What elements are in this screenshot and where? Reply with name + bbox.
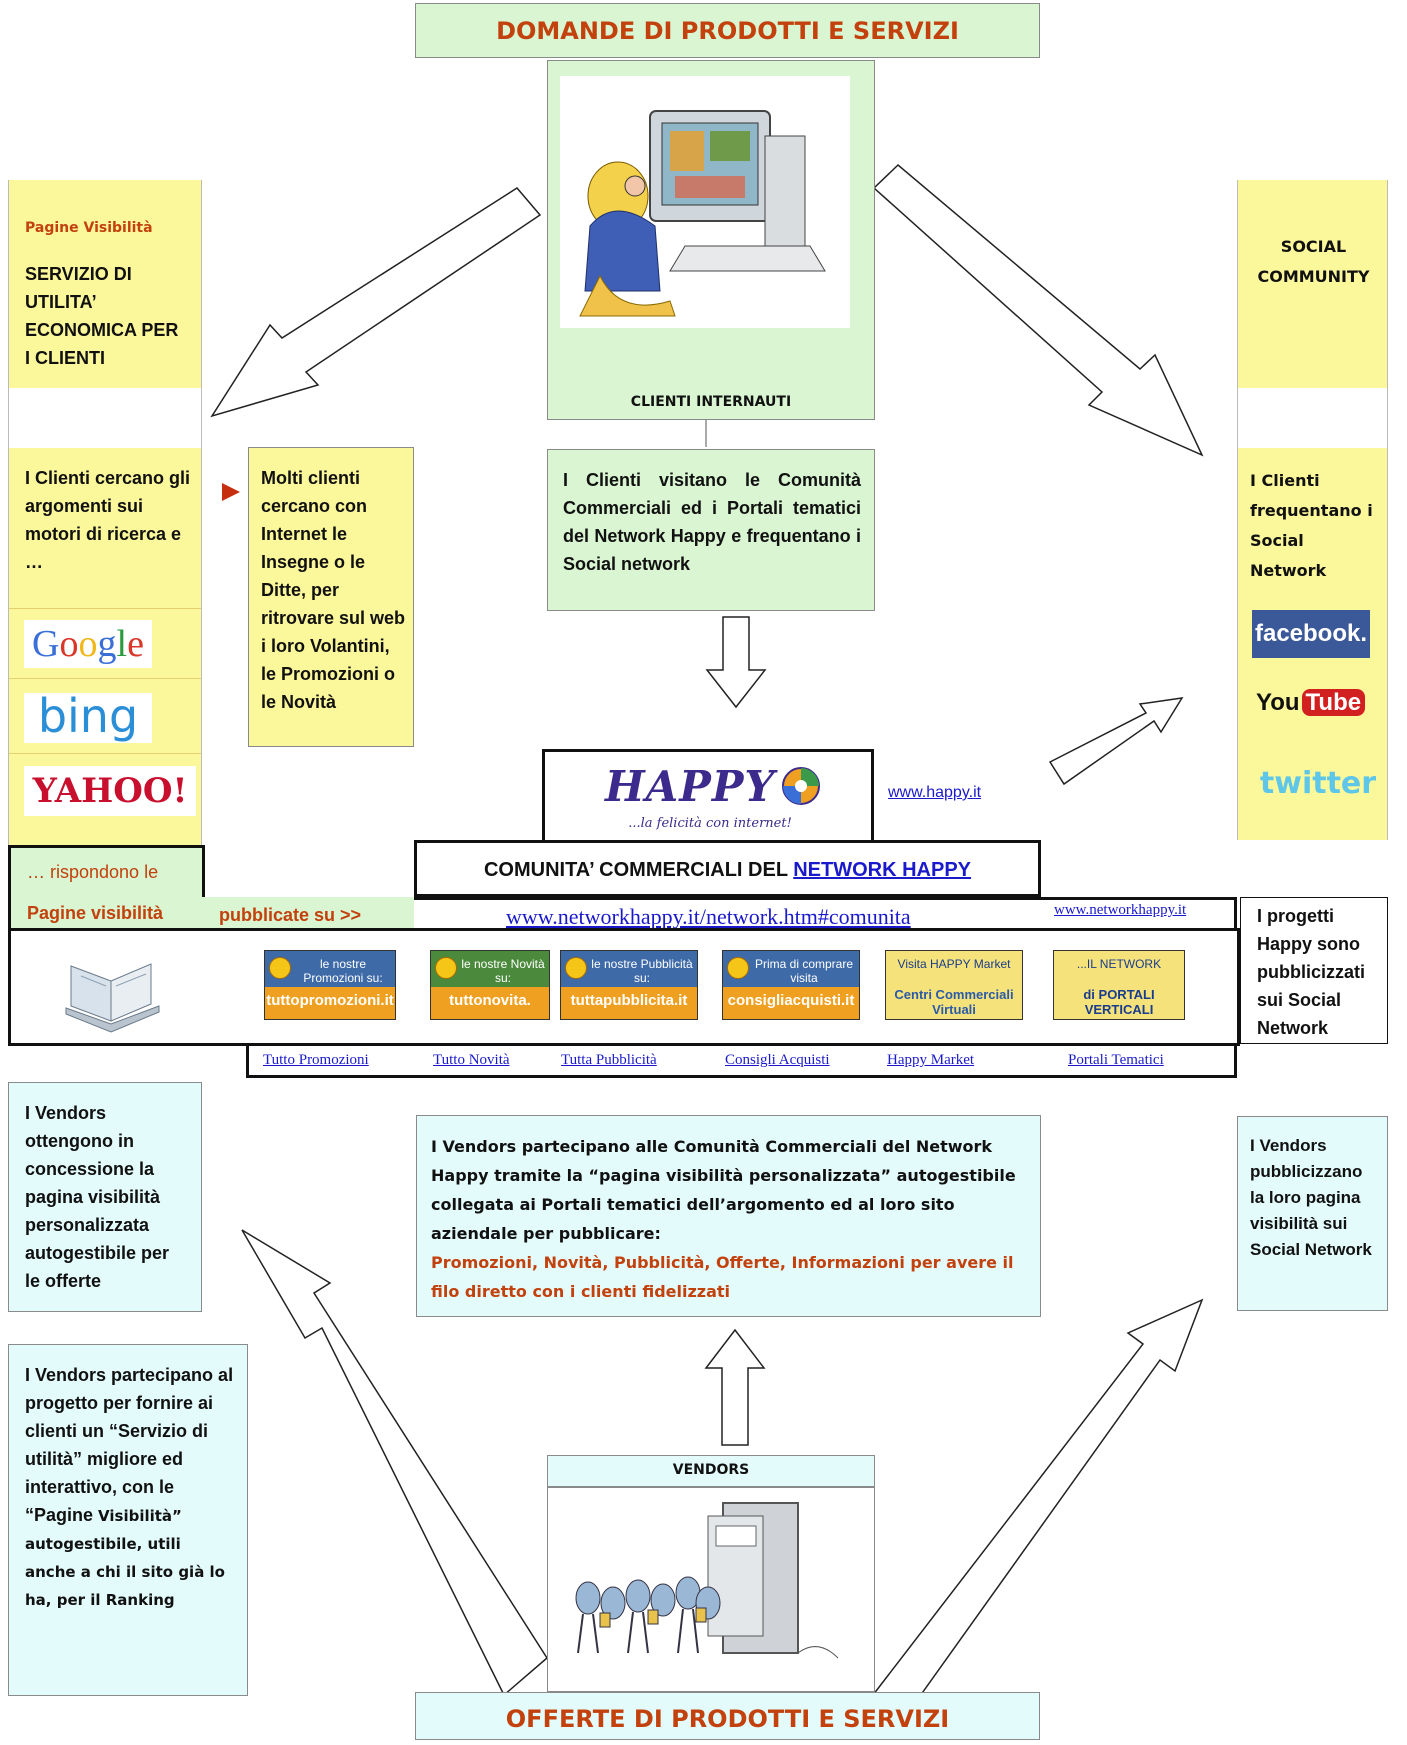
mascot-icon: [565, 957, 587, 979]
banner-bottom-text: di PORTALI VERTICALI TEMATICI: [1083, 987, 1155, 1019]
banner-top-text: le nostre Promozioni su:: [303, 957, 383, 985]
banners-row: [8, 928, 1240, 1046]
social-community-title: SOCIAL COMMUNITY: [1257, 237, 1370, 286]
mascot-icon: [727, 957, 749, 979]
vendors-highlight-text: Promozioni, Novità, Pubblicità, Offerte,…: [431, 1253, 1014, 1301]
banner-portali-tematici[interactable]: ...IL NETWORK di PORTALI VERTICALI TEMATI…: [1053, 950, 1185, 1020]
internaut-illustration: [560, 76, 850, 328]
left-service-box: Pagine Visibilità SERVIZIO DI UTILITA’ E…: [8, 180, 202, 388]
community-title: COMUNITA’ COMMERCIALI DEL NETWORK HAPPY: [483, 859, 972, 881]
demand-title: DOMANDE DI PRODOTTI E SERVIZI: [415, 3, 1040, 58]
arrow-up-from-vendors: [704, 1328, 766, 1446]
network-comunita-link[interactable]: www.networkhappy.it/network.htm#comunita: [506, 904, 911, 929]
respond-text: … rispondono le: [27, 862, 159, 882]
many-clients-text: Molti clienti cercano con Internet le In…: [261, 468, 406, 712]
pagine-visibilita-label: Pagine visibilità: [27, 903, 164, 923]
vendors-participate-box: I Vendors partecipano alle Comunità Comm…: [416, 1115, 1041, 1317]
vendors-publicize-text: I Vendors pubblicizzano la loro pagina v…: [1250, 1136, 1372, 1259]
vendors-participate-text: I Vendors partecipano alle Comunità Comm…: [431, 1137, 1016, 1243]
banner-label-happy-market[interactable]: Happy Market: [887, 1052, 975, 1068]
banner-top-text: Visita HAPPY Market: [897, 957, 1011, 971]
link-row: www.networkhappy.it/network.htm#comunita…: [414, 897, 1237, 931]
banner-bottom-text: tuttopromozioni.it: [265, 987, 395, 1019]
banner-top-text: le nostre Novità su:: [461, 957, 545, 985]
banner-tutto-novità[interactable]: le nostre Novità su:tuttonovita.: [430, 950, 550, 1020]
banner-tutta-pubblicità[interactable]: le nostre Pubblicità su:tuttapubblicita.…: [560, 950, 698, 1020]
publish-row: Pagine visibilità pubblicate su >>: [8, 897, 414, 931]
bing-logo: bing: [24, 693, 152, 743]
banner-top-text: le nostre Pubblicità su:: [591, 957, 693, 985]
left-search-box: I Clienti cercano gli argomenti sui moto…: [8, 448, 202, 848]
network-happy-link[interactable]: NETWORK HAPPY: [793, 859, 972, 881]
pagine-visibilita-header: Pagine Visibilità: [25, 220, 153, 236]
happy-logo: HAPPY: [605, 762, 825, 812]
social-network-box: I Clienti frequentano i Social Network f…: [1237, 448, 1388, 840]
vendors-caption: VENDORS: [672, 1462, 750, 1478]
happy-logo-box: HAPPY ...la felicità con internet!: [542, 749, 874, 844]
pubblicate-label: pubblicate su >>: [219, 905, 362, 925]
happy-swirl-icon: [782, 767, 820, 805]
banner-label-tutto-promozioni[interactable]: Tutto Promozioni: [263, 1052, 369, 1068]
social-frequent-text: I Clienti frequentano i Social Network: [1250, 471, 1373, 580]
mascot-icon: [435, 957, 457, 979]
banner-top-text: Prima di comprare visita: [754, 957, 854, 985]
social-community-box: SOCIAL COMMUNITY: [1237, 180, 1388, 388]
vendors-concession-text: I Vendors ottengono in concessione la pa…: [25, 1103, 170, 1291]
respond-box: … rispondono le: [8, 845, 202, 897]
arrow-vendors-up-right: [871, 1298, 1204, 1719]
red-pointer-icon: [222, 483, 240, 501]
banner-tutto-promozioni[interactable]: le nostre Promozioni su:tuttopromozioni.…: [264, 950, 396, 1020]
banner-labels-box: [246, 1046, 1237, 1078]
progetti-text: I progetti Happy sono pubblicizzati sui …: [1257, 906, 1365, 1038]
arrow-to-social: [872, 163, 1204, 457]
banner-bottom-text: tuttapubblicita.it: [561, 987, 697, 1019]
offer-title: OFFERTE DI PRODOTTI E SERVIZI: [415, 1692, 1040, 1740]
google-logo: Google: [24, 620, 152, 668]
happy-link[interactable]: www.happy.it: [888, 784, 982, 801]
clients-column: CLIENTI INTERNAUTI: [547, 60, 875, 420]
arrow-to-left-panel: [210, 187, 542, 418]
networkhappy-small-link[interactable]: www.networkhappy.it: [1054, 902, 1187, 918]
arrow-to-social-logos: [1048, 697, 1184, 786]
arrow-down-to-happy: [705, 616, 767, 709]
service-text: SERVIZIO DI UTILITA’ ECONOMICA PER I CLI…: [25, 264, 179, 368]
clients-visit-text: I Clienti visitano le Comunità Commercia…: [563, 470, 861, 574]
yahoo-logo: YAHOO!: [24, 766, 196, 816]
vendors-utility-box: I Vendors partecipano al progetto per fo…: [8, 1344, 248, 1696]
arrow-vendors-up-left: [241, 1229, 548, 1697]
twitter-logo: twitter: [1259, 766, 1377, 801]
clients-caption: CLIENTI INTERNAUTI: [630, 394, 792, 410]
clients-visit-box: I Clienti visitano le Comunità Commercia…: [547, 449, 875, 611]
banner-label-tutta-pubblicità[interactable]: Tutta Pubblicità: [561, 1052, 657, 1068]
community-title-box: COMUNITA’ COMMERCIALI DEL NETWORK HAPPY: [414, 840, 1041, 897]
vendors-illustration: [547, 1487, 875, 1692]
mascot-icon: [269, 957, 291, 979]
left-divider-gap: [8, 388, 202, 448]
laptop-book-icon: [65, 963, 160, 1033]
vendors-utility-text: I Vendors partecipano al progetto per fo…: [25, 1365, 234, 1609]
banner-label-consigli-acquisti[interactable]: Consigli Acquisti: [725, 1052, 830, 1068]
banner-bottom-text: consigliacquisti.it: [723, 987, 859, 1019]
vendors-caption-box: VENDORS: [547, 1455, 875, 1487]
banner-bottom-text: Centri Commerciali Virtuali: [894, 987, 1014, 1017]
banner-label-tutto-novità[interactable]: Tutto Novità: [433, 1052, 510, 1068]
many-clients-note: Molti clienti cercano con Internet le In…: [248, 447, 414, 747]
happy-tagline: ...la felicità con internet!: [628, 816, 792, 831]
banner-top-text: ...IL NETWORK: [1076, 957, 1162, 971]
vendors-publicize-box: I Vendors pubblicizzano la loro pagina v…: [1237, 1116, 1388, 1311]
search-text: I Clienti cercano gli argomenti sui moto…: [25, 468, 191, 572]
banner-bottom-text: tuttonovita.: [431, 987, 549, 1019]
progetti-box: I progetti Happy sono pubblicizzati sui …: [1240, 897, 1388, 1044]
facebook-logo: facebook.: [1252, 610, 1370, 658]
vendors-concession-box: I Vendors ottengono in concessione la pa…: [8, 1082, 202, 1312]
banner-label-portali-tematici[interactable]: Portali Tematici: [1068, 1052, 1164, 1068]
